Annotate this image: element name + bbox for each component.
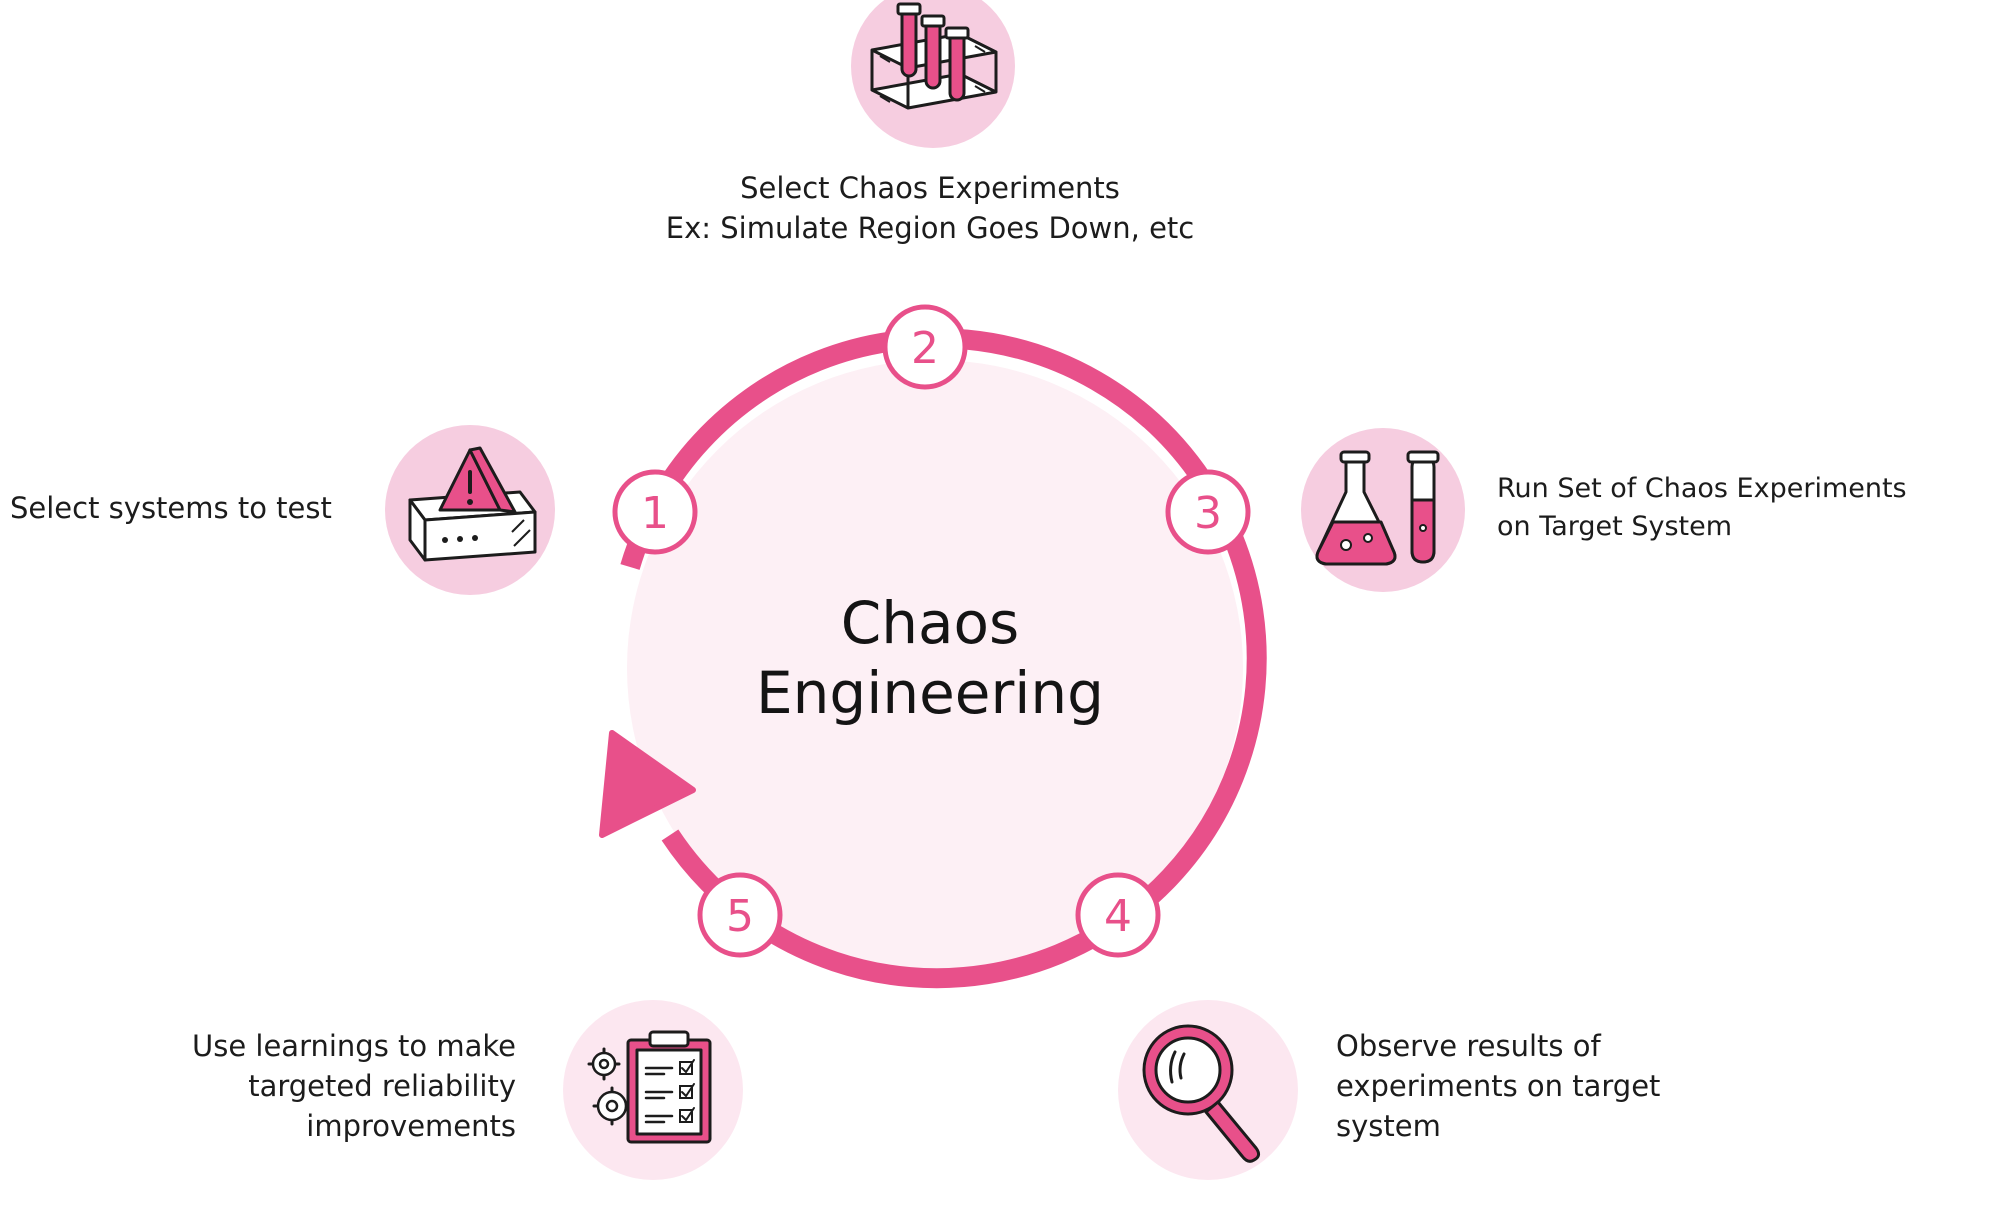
step-number: 5 [726,891,754,942]
step-5-label-line-2: targeted reliability [248,1069,516,1103]
center-title: Chaos Engineering [690,588,1170,728]
flask-and-tube-icon [1301,428,1465,592]
step-badge-2: 2 [882,304,968,390]
step-2-label: Select Chaos Experiments Ex: Simulate Re… [600,168,1260,248]
step-badge-1: 1 [612,469,698,555]
warning-sign-icon [385,425,555,595]
step-3-label-line-2: on Target System [1497,511,1733,542]
step-number: 4 [1104,891,1132,942]
step-4-label-line-2: experiments on target [1336,1069,1661,1103]
step-1-label: Select systems to test [10,488,332,528]
step-5-label: Use learnings to make targeted reliabili… [150,1026,516,1146]
step-number: 1 [641,488,669,539]
step-number: 2 [911,323,939,374]
step-5-label-line-3: improvements [306,1109,516,1143]
cycle-ring [620,328,1267,989]
step-1-label-line-1: Select systems to test [10,491,332,525]
step-4-label: Observe results of experiments on target… [1336,1026,1660,1146]
clipboard-checklist-icon [563,1000,743,1180]
step-2-label-line-2: Ex: Simulate Region Goes Down, etc [665,211,1195,245]
step-4-label-line-3: system [1336,1109,1441,1143]
step-badge-5: 5 [697,872,783,958]
step-5-label-line-1: Use learnings to make [192,1029,516,1063]
step-3-label: Run Set of Chaos Experiments on Target S… [1497,470,1907,546]
center-title-line-1: Chaos [840,589,1020,657]
step-number: 3 [1194,488,1222,539]
center-title-line-2: Engineering [756,659,1104,727]
step-4-label-line-1: Observe results of [1336,1029,1601,1063]
step-badge-4: 4 [1075,872,1161,958]
center-circle [627,360,1243,976]
step-2-label-line-1: Select Chaos Experiments [740,171,1120,205]
step-3-label-line-1: Run Set of Chaos Experiments [1497,473,1907,504]
cycle-arrowhead-icon [599,730,696,838]
magnifying-glass-icon [1118,1000,1298,1180]
test-tube-rack-icon [851,0,1015,148]
gear-icon [591,1051,628,1122]
step-badge-3: 3 [1165,469,1251,555]
